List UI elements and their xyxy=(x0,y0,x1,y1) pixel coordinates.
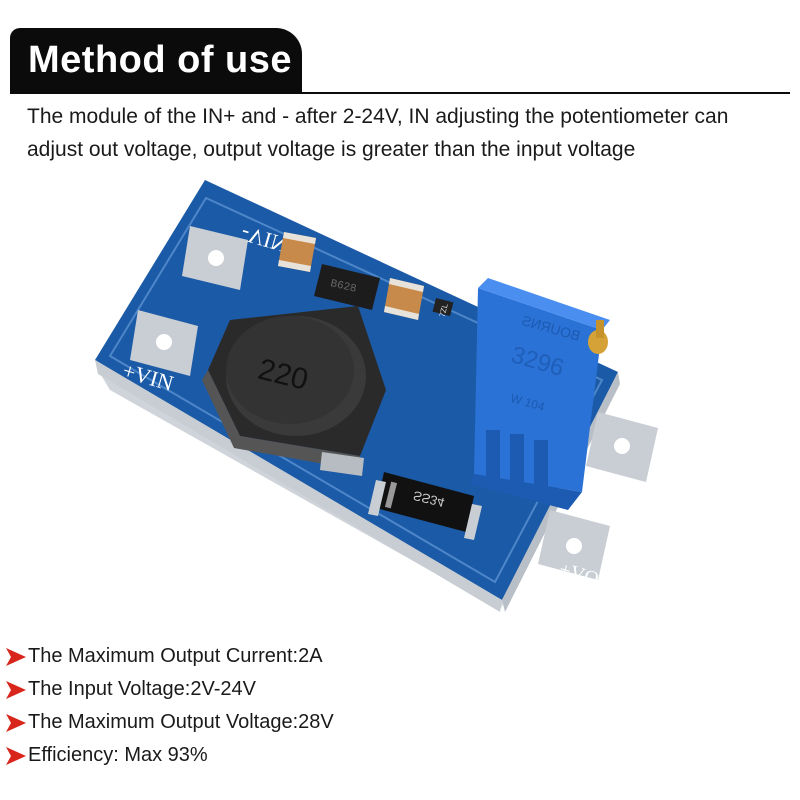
arrow-icon xyxy=(6,680,26,699)
pad-vin-minus xyxy=(182,226,248,290)
spec-item: The Maximum Output Current:2A xyxy=(6,640,706,673)
page-title: Method of use xyxy=(10,28,302,92)
usage-description: The module of the IN+ and - after 2-24V,… xyxy=(27,105,729,161)
arrow-icon xyxy=(6,647,26,666)
pcb-illustration: -VIN +VIN -VOUT +VOUT B628 7ZL xyxy=(95,180,673,612)
spec-text: The Maximum Output Current:2A xyxy=(28,645,323,667)
title-underline xyxy=(10,92,790,94)
boost-converter-module-image: -VIN +VIN -VOUT +VOUT B628 7ZL xyxy=(90,180,730,630)
page-title-text: Method of use xyxy=(28,39,293,81)
spec-text: The Maximum Output Voltage:28V xyxy=(28,711,334,733)
arrow-icon xyxy=(6,713,26,732)
spec-item: The Input Voltage:2V-24V xyxy=(6,673,706,706)
spec-text: The Input Voltage:2V-24V xyxy=(28,678,256,700)
spec-list: The Maximum Output Current:2A The Input … xyxy=(6,640,706,772)
pad-vout-minus xyxy=(586,412,658,482)
pad-vout-plus xyxy=(538,510,610,580)
diode: SS34 xyxy=(368,472,482,540)
spec-item: The Maximum Output Voltage:28V xyxy=(6,706,706,739)
small-component-label: 7ZL xyxy=(438,302,450,318)
capacitor-2 xyxy=(384,278,424,320)
potentiometer: BOURNS 3296 W 104 xyxy=(470,278,610,510)
spec-text: Efficiency: Max 93% xyxy=(28,744,208,766)
inductor: 220 xyxy=(202,306,386,476)
arrow-icon xyxy=(6,746,26,765)
svg-text:B628: B628 xyxy=(329,278,357,296)
ic-chip: B628 xyxy=(314,264,380,310)
diode-marking: SS34 xyxy=(411,488,445,510)
pad-vin-plus xyxy=(130,310,198,376)
capacitor-1 xyxy=(278,232,316,272)
spec-item: Efficiency: Max 93% xyxy=(6,739,706,772)
